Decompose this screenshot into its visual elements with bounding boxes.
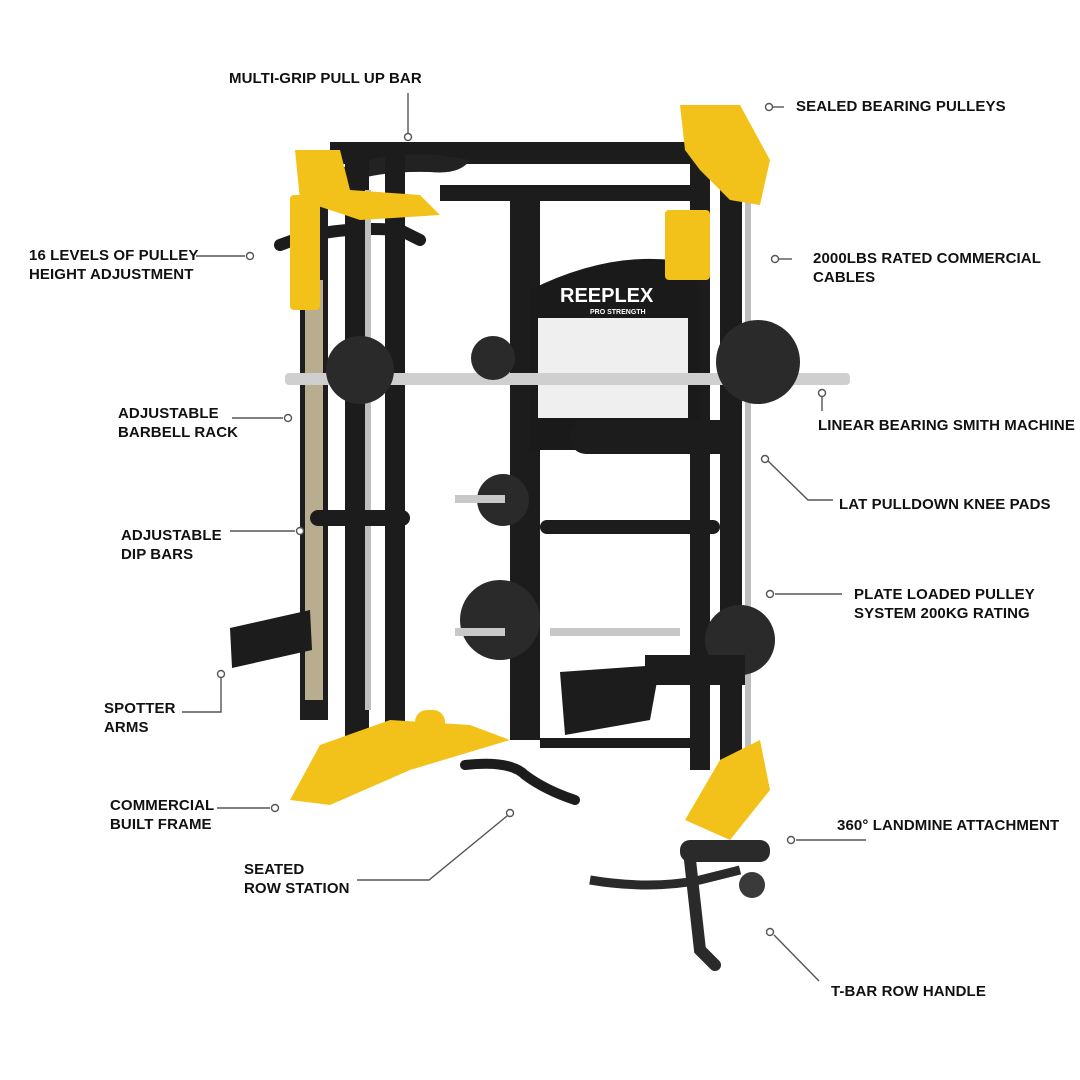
- label-t-bar-row-handle: T-BAR ROW HANDLE: [831, 982, 986, 1001]
- label-line: CABLES: [813, 269, 876, 286]
- label-line: 360° LANDMINE ATTACHMENT: [837, 817, 1060, 834]
- label-commercial-cables: 2000LBS RATED COMMERCIAL CABLES: [813, 249, 1041, 287]
- label-lat-pulldown-knee-pads: LAT PULLDOWN KNEE PADS: [839, 495, 1051, 514]
- label-line: SYSTEM 200KG RATING: [854, 605, 1030, 622]
- label-multi-grip-pull-up-bar: MULTI-GRIP PULL UP BAR: [229, 69, 422, 88]
- label-seated-row-station: SEATED ROW STATION: [244, 860, 350, 898]
- label-pulley-height-adjustment: 16 LEVELS OF PULLEY HEIGHT ADJUSTMENT: [29, 246, 198, 284]
- label-landmine-attachment: 360° LANDMINE ATTACHMENT: [837, 816, 1059, 835]
- label-commercial-built-frame: COMMERCIAL BUILT FRAME: [110, 796, 214, 834]
- label-line: DIP BARS: [121, 546, 194, 563]
- label-line: LINEAR BEARING SMITH MACHINE: [818, 417, 1075, 434]
- label-line: MULTI-GRIP PULL UP BAR: [229, 70, 422, 87]
- label-adjustable-barbell-rack: ADJUSTABLE BARBELL RACK: [118, 404, 238, 442]
- label-linear-bearing-smith-machine: LINEAR BEARING SMITH MACHINE: [818, 416, 1075, 435]
- label-plate-loaded-pulley-system: PLATE LOADED PULLEY SYSTEM 200KG RATING: [854, 585, 1035, 623]
- label-sealed-bearing-pulleys: SEALED BEARING PULLEYS: [796, 97, 1006, 116]
- logo-text: REEPLEX: [560, 285, 654, 307]
- label-adjustable-dip-bars: ADJUSTABLE DIP BARS: [121, 526, 222, 564]
- label-line: ARMS: [104, 719, 149, 736]
- label-line: SEALED BEARING PULLEYS: [796, 98, 1006, 115]
- label-line: SEATED: [244, 861, 305, 878]
- label-line: LAT PULLDOWN KNEE PADS: [839, 496, 1051, 513]
- label-line: ROW STATION: [244, 880, 350, 897]
- label-line: ADJUSTABLE: [118, 405, 219, 422]
- label-line: COMMERCIAL: [110, 797, 215, 814]
- label-line: 2000LBS RATED COMMERCIAL: [813, 250, 1041, 267]
- label-line: T-BAR ROW HANDLE: [831, 983, 986, 1000]
- label-line: SPOTTER: [104, 700, 176, 717]
- label-spotter-arms: SPOTTER ARMS: [104, 699, 176, 737]
- label-line: ADJUSTABLE: [121, 527, 222, 544]
- label-line: PLATE LOADED PULLEY: [854, 586, 1035, 603]
- svg-text:PRO STRENGTH: PRO STRENGTH: [590, 309, 646, 316]
- label-line: HEIGHT ADJUSTMENT: [29, 266, 194, 283]
- label-line: BARBELL RACK: [118, 424, 239, 441]
- label-line: 16 LEVELS OF PULLEY: [29, 247, 199, 264]
- label-line: BUILT FRAME: [110, 816, 212, 833]
